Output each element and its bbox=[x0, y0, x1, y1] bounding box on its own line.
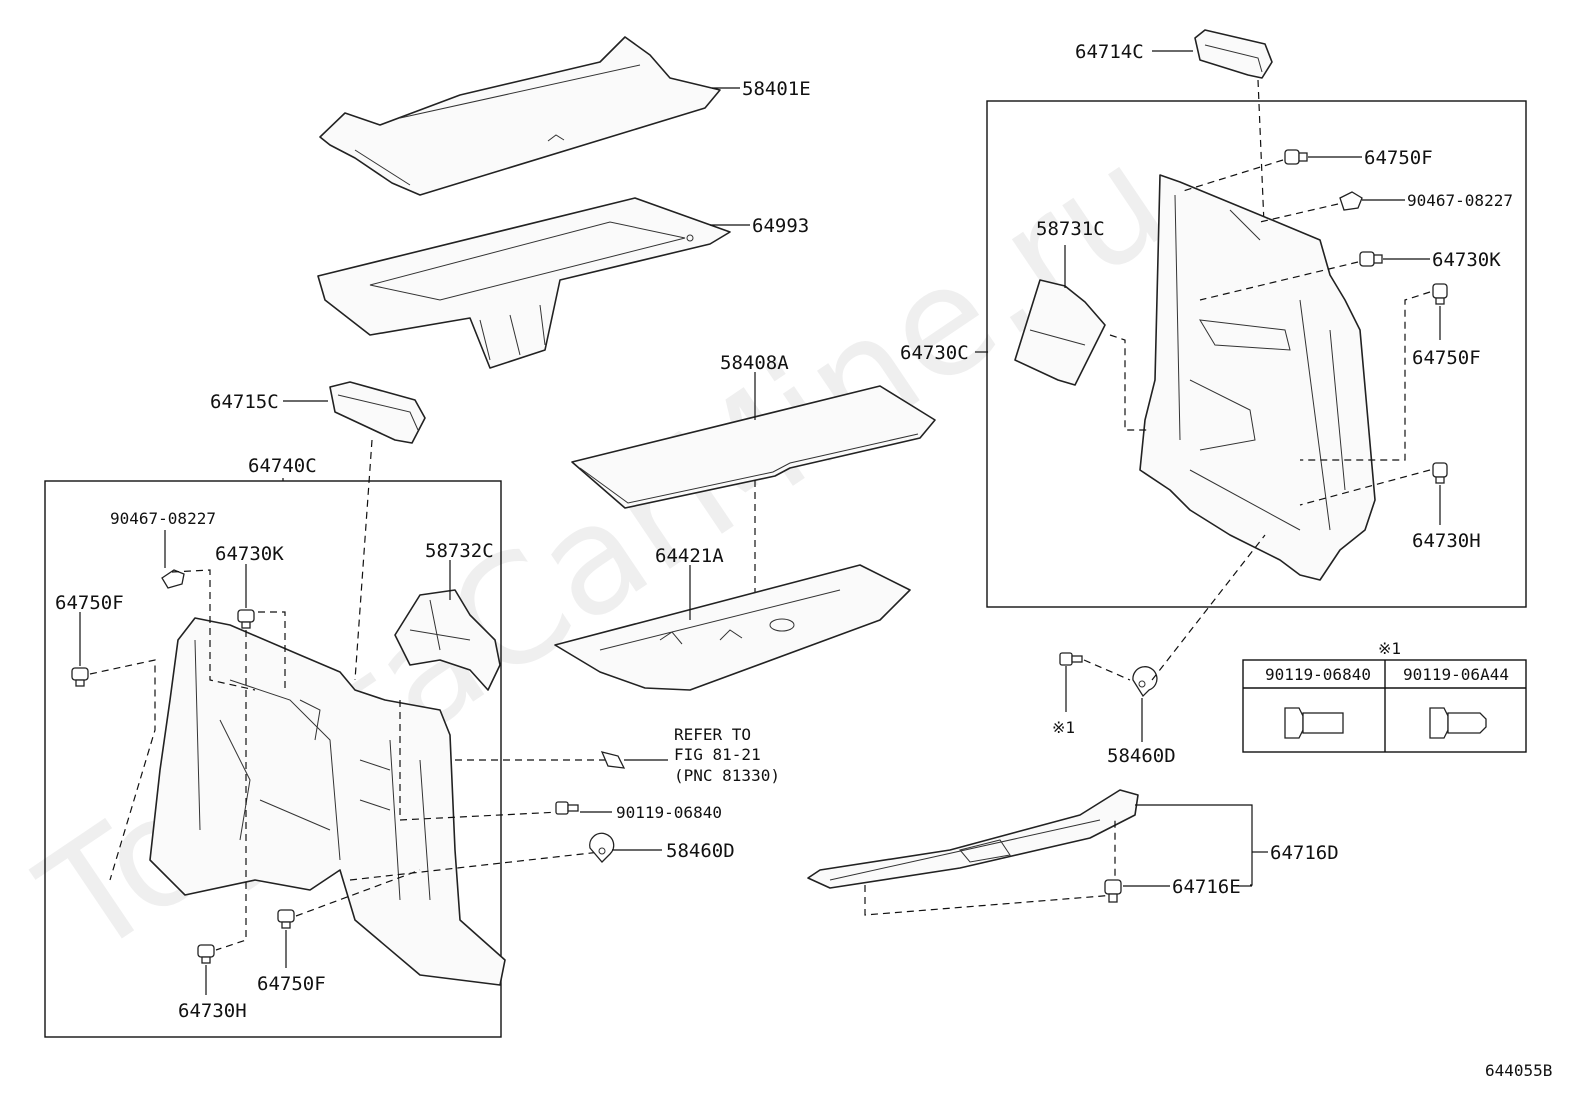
dash-64750F-left bbox=[89, 659, 156, 881]
refer-line1: REFER TO bbox=[674, 725, 751, 744]
clip-64716E bbox=[1104, 879, 1122, 903]
refer-line2: FIG 81-21 bbox=[674, 745, 761, 764]
bolt-note-1 bbox=[1059, 652, 1083, 666]
part-64716D-sill bbox=[807, 789, 1139, 889]
dash-90119 bbox=[399, 700, 561, 821]
label-64716E: 64716E bbox=[1172, 876, 1241, 898]
label-58408A: 58408A bbox=[720, 352, 789, 374]
label-64730H-left: 64730H bbox=[178, 1000, 247, 1022]
part-64714C-box bbox=[1194, 29, 1273, 79]
label-64730K-left: 64730K bbox=[215, 543, 284, 565]
note-mark-bolt: ※1 bbox=[1052, 718, 1075, 737]
label-90467-right: 90467-08227 bbox=[1407, 191, 1513, 210]
clip-refer bbox=[600, 751, 626, 769]
washer-58460D-right bbox=[1132, 666, 1158, 698]
clip-90467-left bbox=[161, 569, 185, 589]
dash-bolt-washer bbox=[1083, 659, 1131, 681]
label-58732C: 58732C bbox=[425, 540, 494, 562]
part-64715C-box bbox=[329, 381, 426, 444]
part-64421A-floor bbox=[554, 564, 911, 691]
washer-58460D-left bbox=[589, 832, 615, 863]
dash-58731C bbox=[1109, 334, 1150, 431]
bolt-icon-90119-06A44 bbox=[1429, 707, 1487, 739]
dash-64730K-left bbox=[258, 611, 286, 690]
clip-64730K-left bbox=[237, 609, 255, 629]
dash-58460D-left bbox=[349, 851, 601, 881]
part-64993-tray bbox=[317, 197, 731, 369]
label-64740C: 64740C bbox=[248, 455, 317, 477]
note-table bbox=[1242, 659, 1527, 753]
bolt-90119-06840 bbox=[555, 801, 579, 815]
leader-64716D bbox=[1135, 804, 1253, 886]
clip-90467-right bbox=[1339, 191, 1363, 211]
part-58408A-board bbox=[571, 385, 936, 509]
label-90467-left: 90467-08227 bbox=[110, 509, 216, 528]
label-64730H-right: 64730H bbox=[1412, 530, 1481, 552]
label-58460D-left: 58460D bbox=[666, 840, 735, 862]
label-64750F-bottom: 64750F bbox=[257, 973, 326, 995]
label-64993: 64993 bbox=[752, 215, 809, 237]
clip-64750F-bottom bbox=[277, 909, 295, 929]
clip-64730H-right bbox=[1432, 462, 1448, 484]
label-58401E: 58401E bbox=[742, 78, 811, 100]
part-58731C-pad bbox=[1014, 279, 1106, 386]
label-64715C: 64715C bbox=[210, 391, 279, 413]
refer-line3: (PNC 81330) bbox=[674, 766, 780, 785]
part-58401E-mat bbox=[319, 36, 721, 196]
part-58732C-bracket bbox=[394, 589, 501, 691]
diagram-id: 644055B bbox=[1485, 1061, 1552, 1080]
label-90119: 90119-06840 bbox=[616, 803, 722, 822]
label-64714C: 64714C bbox=[1075, 41, 1144, 63]
bolt-icon-90119-06840 bbox=[1284, 707, 1344, 739]
label-58731C: 58731C bbox=[1036, 218, 1105, 240]
clip-64730K-right bbox=[1359, 251, 1383, 267]
label-58460D-right: 58460D bbox=[1107, 745, 1176, 767]
dash-58460D-right bbox=[1151, 534, 1266, 681]
dash-64716D bbox=[864, 820, 1116, 916]
dash-64750F-bottom bbox=[295, 869, 421, 917]
dash-64730K-right bbox=[1199, 261, 1359, 301]
part-64740C-side-trim bbox=[149, 617, 506, 986]
dash-64750F-top bbox=[1179, 159, 1284, 193]
label-64750F-left: 64750F bbox=[55, 592, 124, 614]
clip-64730H-left bbox=[197, 944, 215, 964]
part-64730C-side-trim bbox=[1139, 174, 1376, 581]
dash-64750F-right bbox=[1300, 291, 1431, 461]
note-table-mark: ※1 bbox=[1378, 639, 1401, 658]
left-assembly-frame bbox=[44, 480, 502, 1038]
label-64730C: 64730C bbox=[900, 342, 969, 364]
dash-64730H-right bbox=[1299, 469, 1431, 506]
clip-64750F-left bbox=[71, 667, 89, 687]
right-assembly-frame bbox=[986, 100, 1527, 608]
note-table-col2: 90119-06A44 bbox=[1403, 665, 1509, 684]
clip-64750F-right bbox=[1432, 283, 1448, 305]
dash-64715C bbox=[354, 439, 373, 681]
label-64730K-right: 64730K bbox=[1432, 249, 1501, 271]
note-table-col1: 90119-06840 bbox=[1265, 665, 1371, 684]
label-64716D: 64716D bbox=[1270, 842, 1339, 864]
label-64750F-top: 64750F bbox=[1364, 147, 1433, 169]
dash-90467-left bbox=[171, 569, 256, 691]
label-64750F-right: 64750F bbox=[1412, 347, 1481, 369]
dash-64714C bbox=[1257, 79, 1269, 321]
clip-64750F-top bbox=[1284, 149, 1308, 165]
dash-90467-right bbox=[1259, 203, 1339, 223]
label-64421A: 64421A bbox=[655, 545, 724, 567]
